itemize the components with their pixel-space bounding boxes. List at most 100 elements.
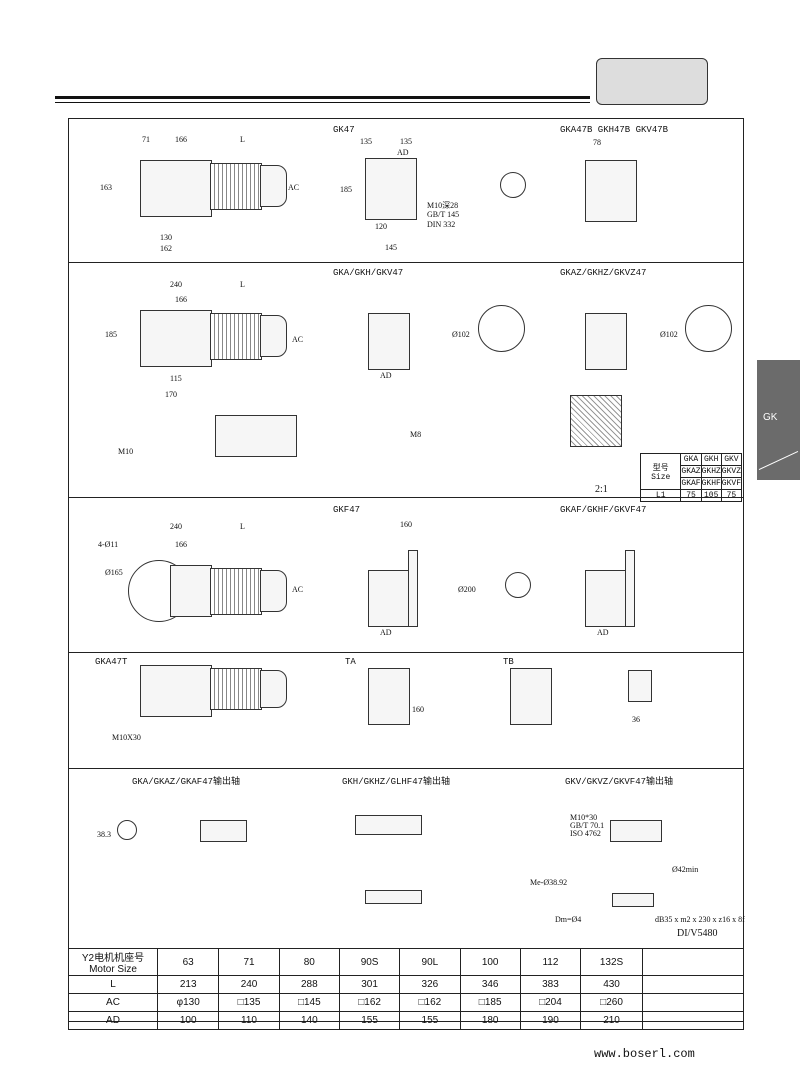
section-title: GKAZ/GKHZ/GKVZ47: [560, 268, 647, 278]
dimension-label: 166: [175, 540, 187, 549]
product-image: [596, 58, 708, 105]
table-cell: 71: [218, 948, 280, 976]
table-cell: □145: [278, 993, 340, 1012]
table-cell: GKHF: [700, 477, 722, 490]
table-cell: φ130: [156, 993, 220, 1012]
dimension-label: L: [240, 280, 245, 289]
table-cell: AD: [68, 1011, 158, 1030]
dimension-label: 160: [400, 520, 412, 529]
table-cell: 288: [278, 975, 340, 994]
dimension-label: M10深28: [427, 201, 459, 210]
table-cell: 210: [580, 1011, 643, 1030]
dimension-label: DI/V5480: [677, 928, 718, 939]
table-cell: Y2电机机座号 Motor Size: [68, 948, 158, 976]
dimension-label: 162: [160, 244, 172, 253]
gkf47-front-view: [368, 570, 410, 627]
shaft-section: [505, 572, 531, 598]
section-title: GKA/GKAZ/GKAF47输出轴: [132, 777, 241, 787]
dimension-label: 160: [412, 705, 424, 714]
table-cell: 346: [459, 975, 521, 994]
dimension-label: M10: [118, 447, 134, 456]
dimension-label: 78: [593, 138, 601, 147]
section-title: TA: [345, 657, 356, 667]
output-shaft: [365, 890, 422, 904]
table-cell: □260: [580, 993, 643, 1012]
motor: [210, 668, 262, 710]
row-divider: [68, 768, 744, 769]
table-cell: 110: [218, 1011, 280, 1030]
dimension-label: 38.3: [97, 830, 111, 839]
table-cell: 383: [519, 975, 582, 994]
torque-arm-detail: [628, 670, 652, 702]
dimension-label: 36: [632, 715, 640, 724]
flange-circle: [685, 305, 732, 352]
section-title: GKF47: [333, 505, 361, 515]
dimension-label: ISO 4762: [570, 829, 601, 838]
table-cell: GKV: [720, 453, 743, 466]
dimension-label: Ø42min: [672, 865, 699, 874]
table-cell: 301: [338, 975, 401, 994]
table-cell: [642, 993, 744, 1012]
gkaz47-section: [570, 395, 622, 447]
gk47-side-view: [140, 160, 212, 217]
table-cell: 213: [156, 975, 220, 994]
header-rule-thick: [55, 96, 590, 99]
gka47-side-view: [140, 310, 212, 367]
shaft-section: [117, 820, 137, 840]
gka47-top-view: [215, 415, 297, 457]
section-title: GKAF/GKHF/GKVF47: [560, 505, 647, 515]
table-cell: 型号 Size: [639, 453, 682, 490]
dimension-label: AD: [380, 371, 392, 380]
dimension-label: 185: [105, 330, 117, 339]
dimension-label: L: [240, 135, 245, 144]
table-cell: 63: [156, 948, 220, 976]
footer-website-link[interactable]: www.boserl.com: [594, 1047, 695, 1061]
flange-plate: [408, 550, 418, 627]
table-cell: [642, 948, 744, 976]
tb-view: [510, 668, 552, 725]
dimension-label: 145: [385, 243, 397, 252]
section-title: GKA47B GKH47B GKV47B: [560, 125, 669, 135]
section-title: GKH/GKHZ/GLHF47输出轴: [342, 777, 451, 787]
table-cell: GKH: [700, 453, 722, 466]
dimension-label: Ø102: [452, 330, 470, 339]
dimension-label: Ø165: [105, 568, 123, 577]
output-shaft: [355, 815, 422, 835]
table-cell: □162: [399, 993, 461, 1012]
table-cell: □162: [338, 993, 401, 1012]
table-cell: 140: [278, 1011, 340, 1030]
dimension-label: L: [240, 522, 245, 531]
motor-fan: [260, 670, 287, 708]
side-tab-label: GK: [763, 412, 778, 423]
table-cell: GKHZ: [700, 465, 722, 478]
dimension-label: AD: [380, 628, 392, 637]
table-cell: 90S: [338, 948, 401, 976]
table-cell: □185: [459, 993, 521, 1012]
motor-fan: [260, 315, 287, 357]
dimension-label: Dm=Ø4: [555, 915, 582, 924]
section-title: GKA47T: [95, 657, 128, 667]
dimension-label: Ø102: [660, 330, 678, 339]
row-divider: [68, 652, 744, 653]
dimension-label: AD: [597, 628, 609, 637]
side-tab[interactable]: GK: [757, 360, 800, 480]
section-title: GKA/GKH/GKV47: [333, 268, 404, 278]
dimension-label: 166: [175, 135, 187, 144]
gka47-front-view: [368, 313, 410, 370]
table-cell: 155: [399, 1011, 461, 1030]
table-cell: GKVZ: [720, 465, 743, 478]
table-cell: □204: [519, 993, 582, 1012]
row-divider: [68, 497, 744, 498]
ta-view: [368, 668, 410, 725]
motor: [210, 163, 262, 210]
gka47b-view: [585, 160, 637, 222]
table-cell: 90L: [399, 948, 461, 976]
dimension-label: GB/T 145: [427, 210, 460, 219]
dimension-label: 240: [170, 280, 182, 289]
motor: [210, 313, 262, 360]
table-cell: [642, 975, 744, 994]
side-tab-divider: [758, 450, 799, 471]
